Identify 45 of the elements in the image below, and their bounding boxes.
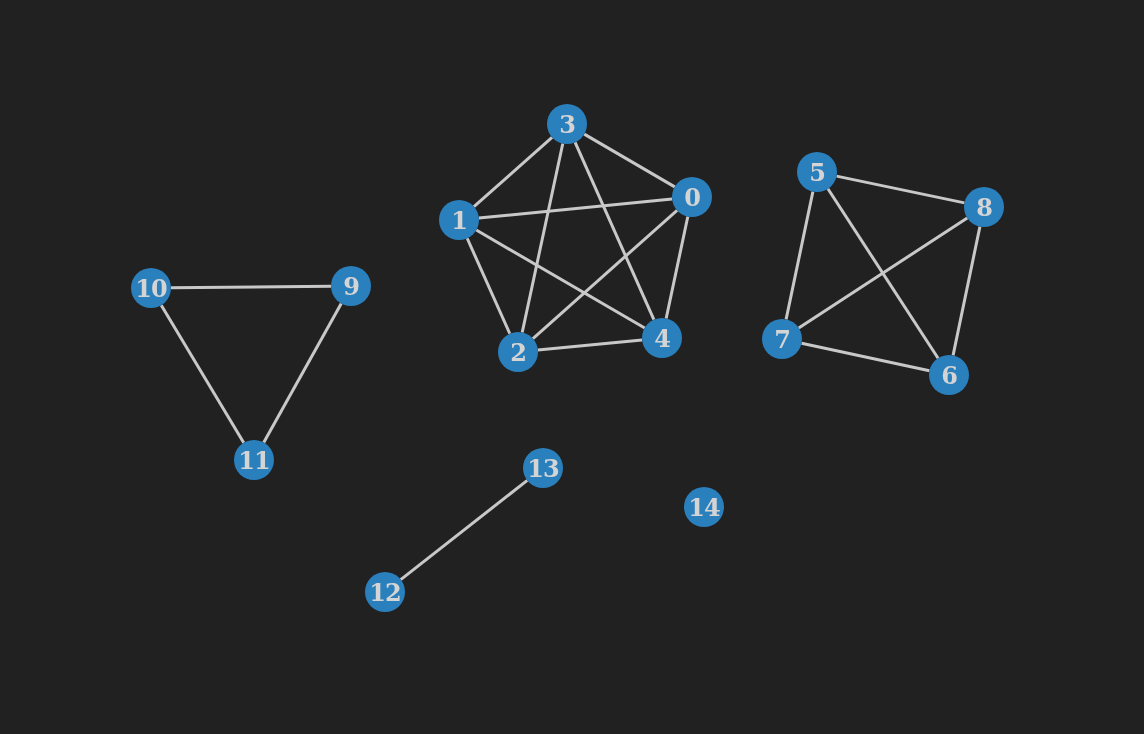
connector-line xyxy=(472,136,554,208)
connector-line xyxy=(160,304,245,444)
connector-line xyxy=(537,338,643,352)
node-label: 4 xyxy=(654,323,670,353)
graph-node-circle xyxy=(642,318,682,358)
node-label: 9 xyxy=(343,271,359,301)
graph-node-circle xyxy=(439,200,479,240)
connector-line xyxy=(520,143,565,333)
node-label: 6 xyxy=(941,360,957,390)
node-label: 1 xyxy=(451,205,467,235)
node-label: 2 xyxy=(510,337,526,367)
graph-node-circle xyxy=(797,152,837,192)
node-label: 8 xyxy=(976,192,992,222)
connector-line xyxy=(951,226,982,356)
connector-line xyxy=(784,191,815,320)
connector-line xyxy=(801,341,930,373)
node-label: 12 xyxy=(369,577,401,607)
connector-line xyxy=(478,197,673,220)
connector-line xyxy=(797,216,969,330)
node-label: 10 xyxy=(135,273,167,303)
connector-line xyxy=(171,284,331,290)
connector-line xyxy=(573,141,656,321)
node-label: 7 xyxy=(774,324,790,354)
connector-line xyxy=(262,302,343,444)
connector-line xyxy=(826,187,940,360)
node-label: 14 xyxy=(688,492,720,522)
connector-line xyxy=(583,132,676,189)
node-label: 3 xyxy=(559,109,575,139)
graph-node-circle xyxy=(331,266,371,306)
connector-line xyxy=(465,237,512,335)
graph-node-circle xyxy=(672,177,712,217)
connector-line xyxy=(475,228,646,330)
graph-node-circle xyxy=(498,332,538,372)
node-label: 5 xyxy=(809,157,825,187)
graph-node-circle xyxy=(547,104,587,144)
node-label: 0 xyxy=(684,182,700,212)
graph-node-circle xyxy=(964,187,1004,227)
connector-line xyxy=(399,479,529,581)
node-label: 11 xyxy=(238,445,270,475)
graph-node-circle xyxy=(762,319,802,359)
connector-line xyxy=(531,209,679,340)
connector-line xyxy=(836,174,965,205)
connector-line xyxy=(664,216,690,319)
node-label: 13 xyxy=(527,453,559,483)
graph-node-circle xyxy=(929,355,969,395)
